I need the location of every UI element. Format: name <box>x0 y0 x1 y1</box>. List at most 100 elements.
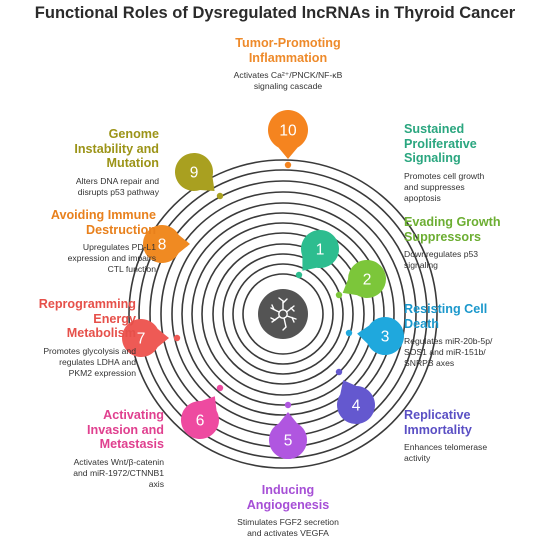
hallmark-title-line: Metabolism <box>66 326 136 340</box>
marker-teardrop <box>342 259 386 298</box>
ring <box>201 232 365 396</box>
hallmark-description-line: apoptosis <box>404 192 441 203</box>
hallmark-title-line: Immortality <box>404 422 472 437</box>
connector-dot <box>345 329 353 337</box>
hallmark-description-line: signaling <box>404 260 438 270</box>
page-title: Functional Roles of Dysregulated lncRNAs… <box>34 4 516 22</box>
hallmark-description: Regulates miR-20b-5p/SOS1 and miR-151b/S… <box>404 336 544 369</box>
hallmark-description-line: Stimulates FGF2 secretion <box>237 517 339 527</box>
ring <box>128 159 438 469</box>
ring <box>181 212 385 416</box>
hallmark-marker-4: 4 <box>337 380 376 425</box>
hallmark-marker-1: 1 <box>301 230 340 271</box>
hallmark-marker-3: 3 <box>357 316 405 355</box>
hallmark-title-line: Sustained <box>404 122 465 136</box>
hallmark-description-line: Enhances telomerase <box>404 442 488 452</box>
ring <box>222 253 344 375</box>
marker-number: 3 <box>381 329 390 346</box>
hallmark-marker-8: 8 <box>142 225 190 263</box>
hallmark-description-line: activity <box>404 453 431 463</box>
marker-number: 6 <box>196 413 205 430</box>
hallmark-title-line: Instability and <box>74 141 159 156</box>
hallmark-description-line: and suppresses <box>404 181 465 192</box>
hallmark-title-line: Signaling <box>404 151 461 165</box>
hallmark-description-line: Activates Wnt/β-catenin <box>73 456 164 467</box>
hallmark-title-line: Replicative <box>404 408 471 422</box>
hallmark-marker-6: 6 <box>180 396 219 439</box>
hallmark-description-line: SOS1 and miR-151b/ <box>404 347 486 357</box>
hallmark-description-line: Downregulates p53 <box>404 249 479 259</box>
marker-teardrop <box>142 225 190 263</box>
marker-teardrop <box>121 319 169 357</box>
hallmark-description-line: signaling cascade <box>253 81 323 91</box>
connector-dot <box>295 271 303 279</box>
hallmark-description-line: and activates VEGFA <box>247 528 329 538</box>
hallmark-title-line: Destruction <box>86 222 156 237</box>
connector-dot <box>335 291 343 299</box>
hallmark-description-line: PKM2 expression <box>68 367 136 378</box>
hallmark-title-line: Energy <box>93 311 136 326</box>
hallmark-title-line: Metastasis <box>99 437 164 451</box>
hallmark-markers: 1 2 3 4 5 6 7 8 9 10 <box>121 109 405 460</box>
hallmark-title-line: Suppressors <box>404 229 481 244</box>
ring <box>242 273 324 355</box>
hallmark-title-line: Activating <box>103 408 164 422</box>
marker-teardrop <box>301 230 340 271</box>
hallmark-description-line: Alters DNA repair and <box>75 175 159 186</box>
hallmark-marker-7: 7 <box>121 319 169 357</box>
connector-dot <box>216 192 224 200</box>
marker-teardrop <box>269 412 307 460</box>
hallmark-description-line: axis <box>148 478 164 489</box>
marker-teardrop <box>175 152 215 191</box>
marker-number: 5 <box>284 433 293 450</box>
hallmark-title-line: Reprogramming <box>38 297 136 311</box>
hallmark-marker-5: 5 <box>269 412 307 460</box>
center-node <box>258 289 308 339</box>
hallmark-marker-2: 2 <box>342 259 386 298</box>
marker-number: 4 <box>352 398 361 415</box>
marker-number: 9 <box>190 165 199 182</box>
center-circle <box>258 289 308 339</box>
hallmark-description-line: disrupts p53 pathway <box>77 186 159 197</box>
hallmark-title-line: Invasion and <box>87 422 164 437</box>
hallmark-title-line: Genome <box>108 127 159 141</box>
marker-teardrop <box>268 109 308 159</box>
hallmark-title-line: Mutation <box>106 156 159 170</box>
connector-dot <box>284 401 292 409</box>
connector-dot <box>173 334 181 342</box>
hallmark-description-line: regulates LDHA and <box>59 356 136 367</box>
hallmark-title-line: Inflammation <box>248 50 328 65</box>
ring <box>212 243 354 385</box>
hallmark-title-line: Evading Growth <box>404 215 501 229</box>
hallmark-marker-10: 10 <box>268 109 308 159</box>
hallmark-description-line: Promotes glycolysis and <box>43 345 136 356</box>
connector-dot <box>216 384 224 392</box>
hallmark-description-line: SNRPB axes <box>404 358 455 368</box>
hallmark-description-line: expression and impairs <box>67 253 156 263</box>
marker-teardrop <box>180 396 219 439</box>
hallmark-title-line: Proliferative <box>404 136 477 151</box>
hallmark-title-line: Angiogenesis <box>246 497 330 512</box>
marker-number: 1 <box>316 242 325 259</box>
marker-number: 2 <box>363 272 372 289</box>
